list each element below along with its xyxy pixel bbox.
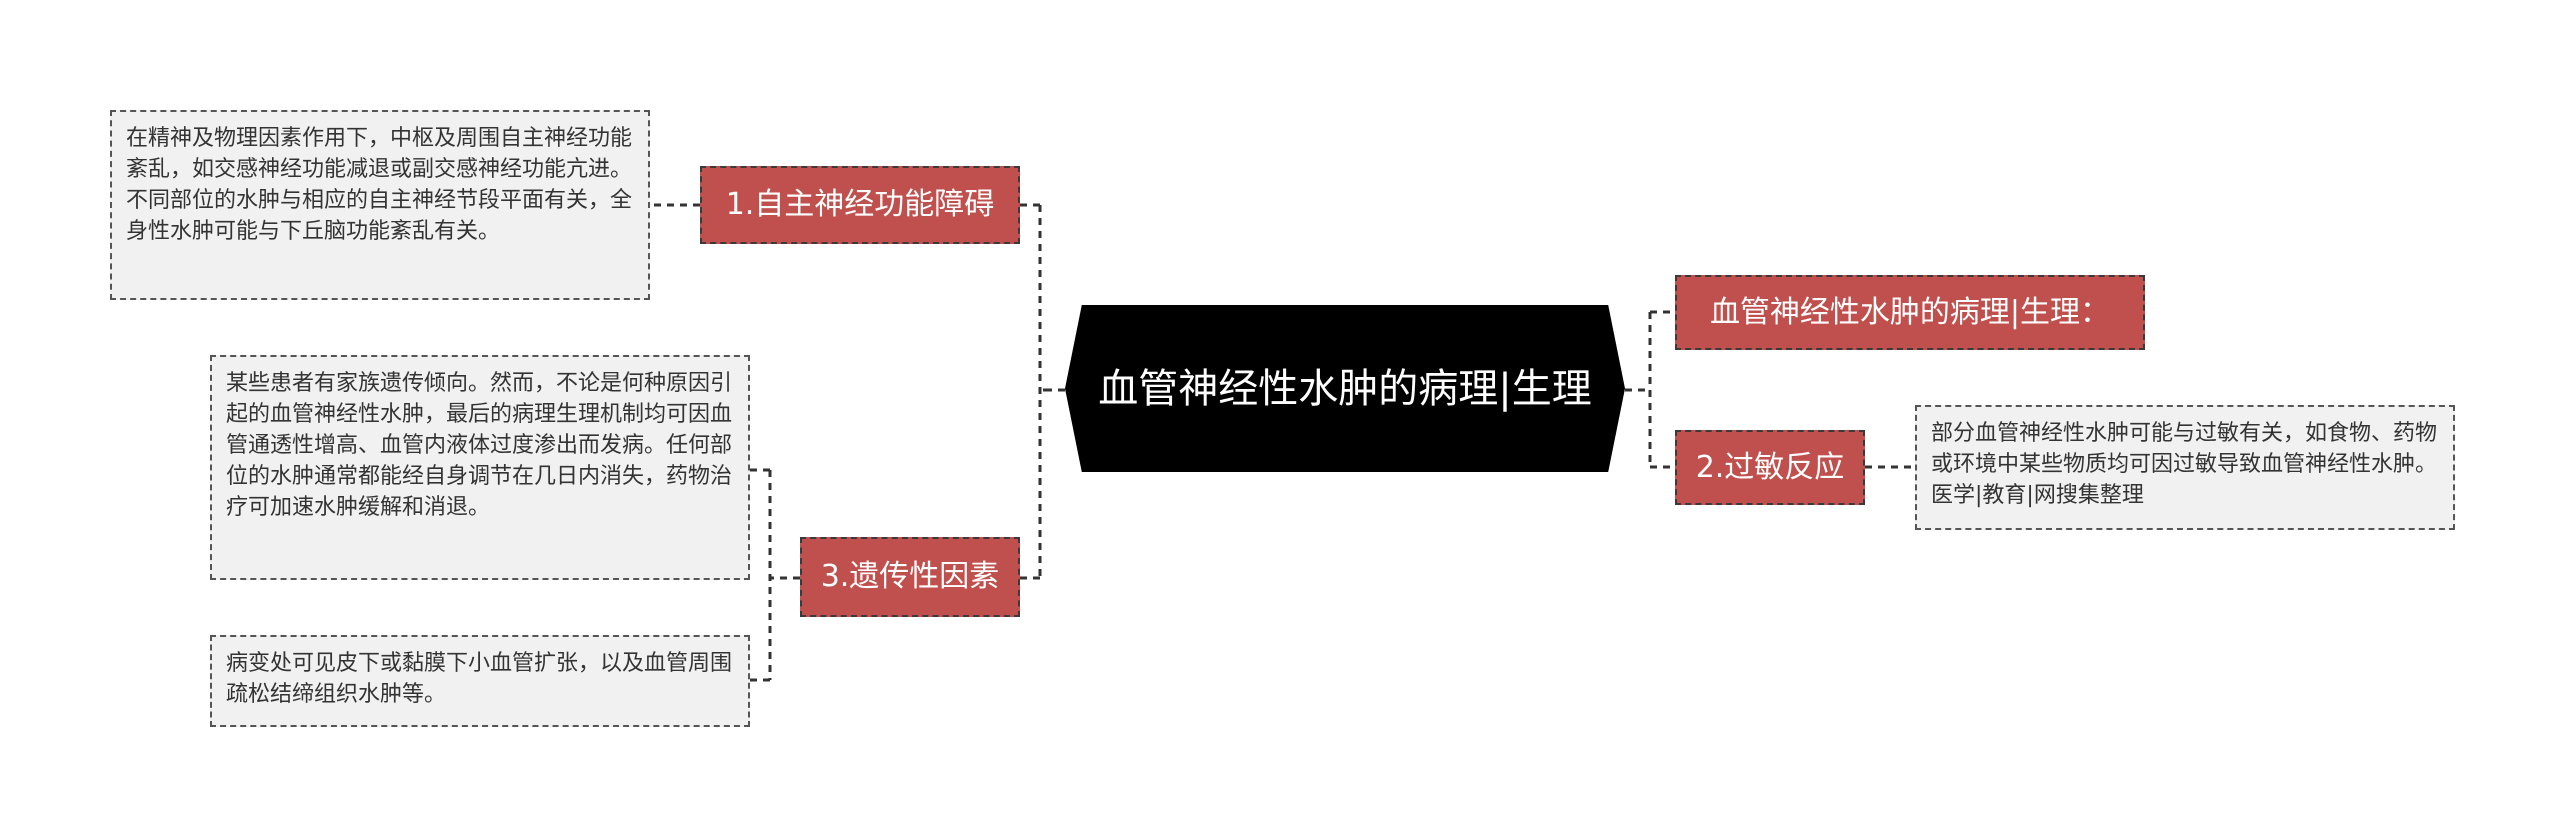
- note-text: 部分血管神经性水肿可能与过敏有关，如食物、药物或环境中某些物质均可因过敏导致血管…: [1931, 421, 2438, 508]
- topic-label: 2.过敏反应: [1695, 449, 1845, 485]
- note-allergy[interactable]: 部分血管神经性水肿可能与过敏有关，如食物、药物或环境中某些物质均可因过敏导致血管…: [1915, 405, 2455, 530]
- central-topic[interactable]: 血管神经性水肿的病理|生理: [1065, 305, 1625, 472]
- note-text: 病变处可见皮下或黏膜下小血管扩张，以及血管周围疏松结缔组织水肿等。: [226, 651, 733, 707]
- note-text: 在精神及物理因素作用下，中枢及周围自主神经功能紊乱，如交感神经功能减退或副交感神…: [126, 126, 633, 244]
- note-autonomic[interactable]: 在精神及物理因素作用下，中枢及周围自主神经功能紊乱，如交感神经功能减退或副交感神…: [110, 110, 650, 300]
- topic-genetic-factors[interactable]: 3.遗传性因素: [800, 537, 1020, 617]
- central-topic-title: 血管神经性水肿的病理|生理: [1098, 365, 1592, 412]
- note-text: 某些患者有家族遗传倾向。然而，不论是何种原因引起的血管神经性水肿，最后的病理生理…: [226, 371, 733, 520]
- topic-pathophysiology[interactable]: 血管神经性水肿的病理|生理：: [1675, 275, 2145, 350]
- topic-allergic-reaction[interactable]: 2.过敏反应: [1675, 430, 1865, 505]
- topic-autonomic-dysfunction[interactable]: 1.自主神经功能障碍: [700, 166, 1020, 244]
- note-genetic[interactable]: 某些患者有家族遗传倾向。然而，不论是何种原因引起的血管神经性水肿，最后的病理生理…: [210, 355, 750, 580]
- topic-label: 1.自主神经功能障碍: [725, 187, 995, 222]
- note-vascular-dilation[interactable]: 病变处可见皮下或黏膜下小血管扩张，以及血管周围疏松结缔组织水肿等。: [210, 635, 750, 727]
- topic-label: 血管神经性水肿的病理|生理：: [1709, 294, 2111, 330]
- topic-label: 3.遗传性因素: [820, 559, 1000, 594]
